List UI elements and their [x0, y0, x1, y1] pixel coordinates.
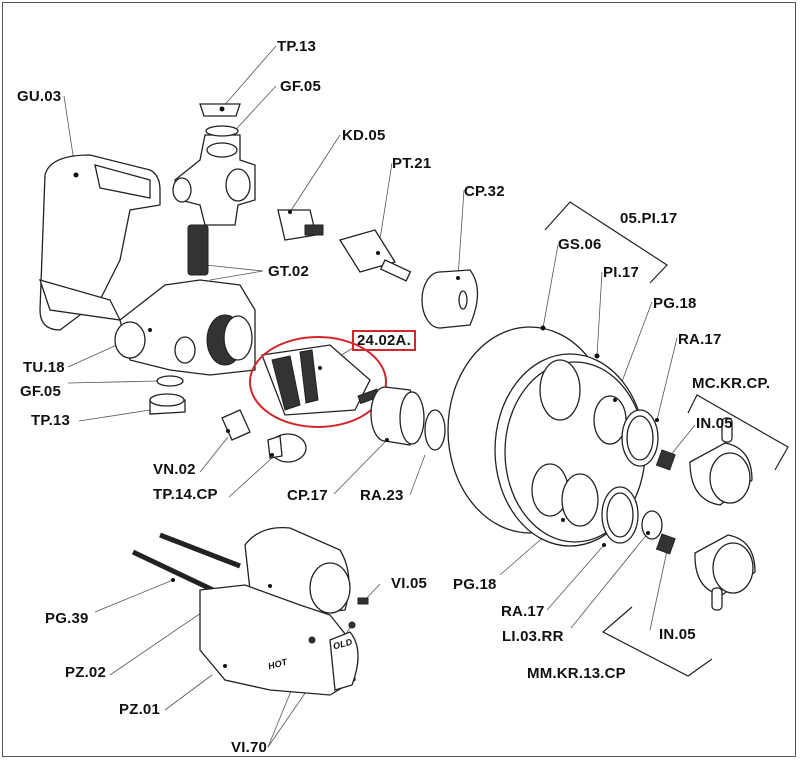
- label-vi70: VI.70: [231, 739, 268, 756]
- part-cp32: [421, 269, 479, 329]
- bracket-mckrcp: [687, 394, 789, 471]
- bracket-05pi17: [544, 201, 668, 284]
- label-mmkr13cp: MM.KR.13.CP: [527, 665, 626, 682]
- label-pz02: PZ.02: [65, 664, 107, 681]
- part-pt21: [338, 229, 412, 282]
- label-pi17: PI.17: [603, 264, 640, 281]
- part-tee-fitting: [172, 103, 256, 226]
- part-thermo-unit: [131, 526, 369, 696]
- part-gu03: [38, 154, 161, 331]
- part-rings: [561, 395, 663, 547]
- label-gf05-top: GF.05: [280, 78, 322, 95]
- label-pg18-bottom: PG.18: [453, 576, 497, 593]
- part-valve-body: [114, 224, 256, 376]
- label-tp14cp: TP.14.CP: [153, 486, 218, 503]
- label-in05-top: IN.05: [696, 415, 733, 432]
- group-brackets: [544, 201, 789, 677]
- part-kd05: [277, 209, 324, 241]
- label-tu18: TU.18: [23, 359, 65, 376]
- label-gt02: GT.02: [268, 263, 310, 280]
- label-pg18-top: PG.18: [653, 295, 697, 312]
- highlight-ellipse: [249, 336, 387, 428]
- label-pt21: PT.21: [392, 155, 432, 172]
- part-cp17-ra23: [370, 386, 446, 451]
- label-in05-bottom: IN.05: [659, 626, 696, 643]
- label-vi05: VI.05: [391, 575, 428, 592]
- label-ra17-top: RA.17: [678, 331, 722, 348]
- label-ra23: RA.23: [360, 487, 404, 504]
- label-cp32: CP.32: [464, 183, 505, 200]
- part-handles: [655, 417, 756, 611]
- label-gf05-bottom: GF.05: [20, 383, 62, 400]
- part-vn02-tp14cp: [221, 409, 307, 463]
- label-pz01: PZ.01: [119, 701, 161, 718]
- label-pg39: PG.39: [45, 610, 89, 627]
- label-ra17-bottom: RA.17: [501, 603, 545, 620]
- label-kd05: KD.05: [342, 127, 386, 144]
- bracket-mmkr13cp: [601, 606, 713, 677]
- label-gu03: GU.03: [17, 88, 62, 105]
- label-gs06: GS.06: [558, 236, 602, 253]
- label-cp17: CP.17: [287, 487, 328, 504]
- part-cartridge-24-02a: [249, 336, 387, 428]
- label-vn02: VN.02: [153, 461, 196, 478]
- label-mckrcp: MC.KR.CP.: [692, 375, 771, 392]
- label-li03rr: LI.03.RR: [502, 628, 564, 645]
- label-tp13-top: TP.13: [277, 38, 317, 55]
- label-cartridge-24-02a: 24.02A.: [352, 330, 416, 351]
- diagram-frame: [2, 2, 796, 757]
- label-05pi17: 05.PI.17: [620, 210, 678, 227]
- label-tp13-bottom: TP.13: [31, 412, 71, 429]
- part-gf05-tp13-bottom: [149, 375, 186, 415]
